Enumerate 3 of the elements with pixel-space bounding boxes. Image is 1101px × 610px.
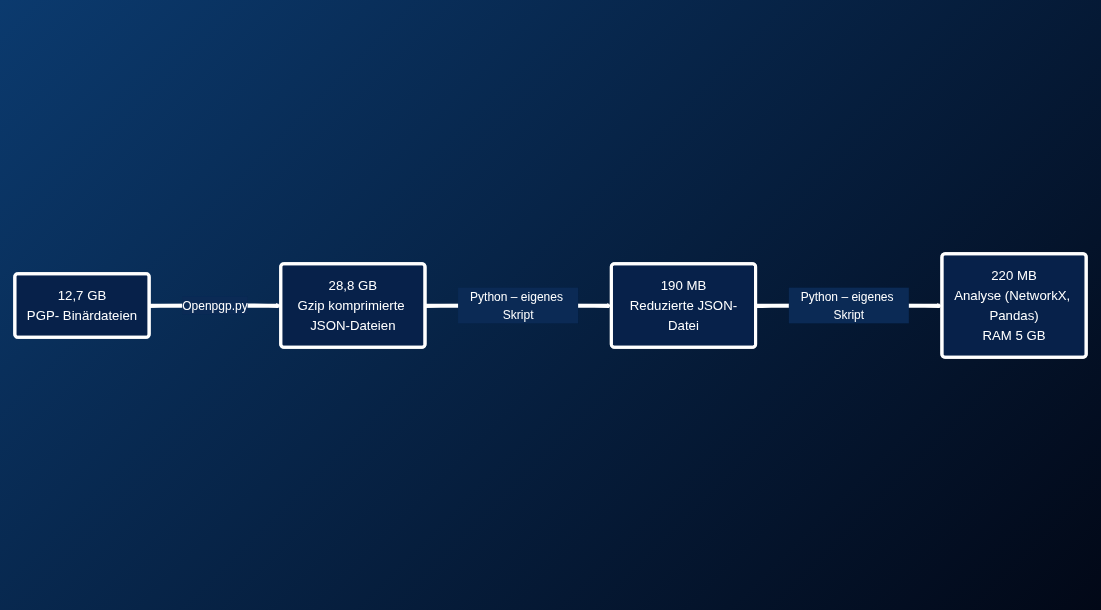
edge-label: Openpgp.py [182,298,248,312]
edge-label: Python – eigenes Skript [800,289,894,321]
edge-label: Python – eigenes Skript [470,289,563,321]
